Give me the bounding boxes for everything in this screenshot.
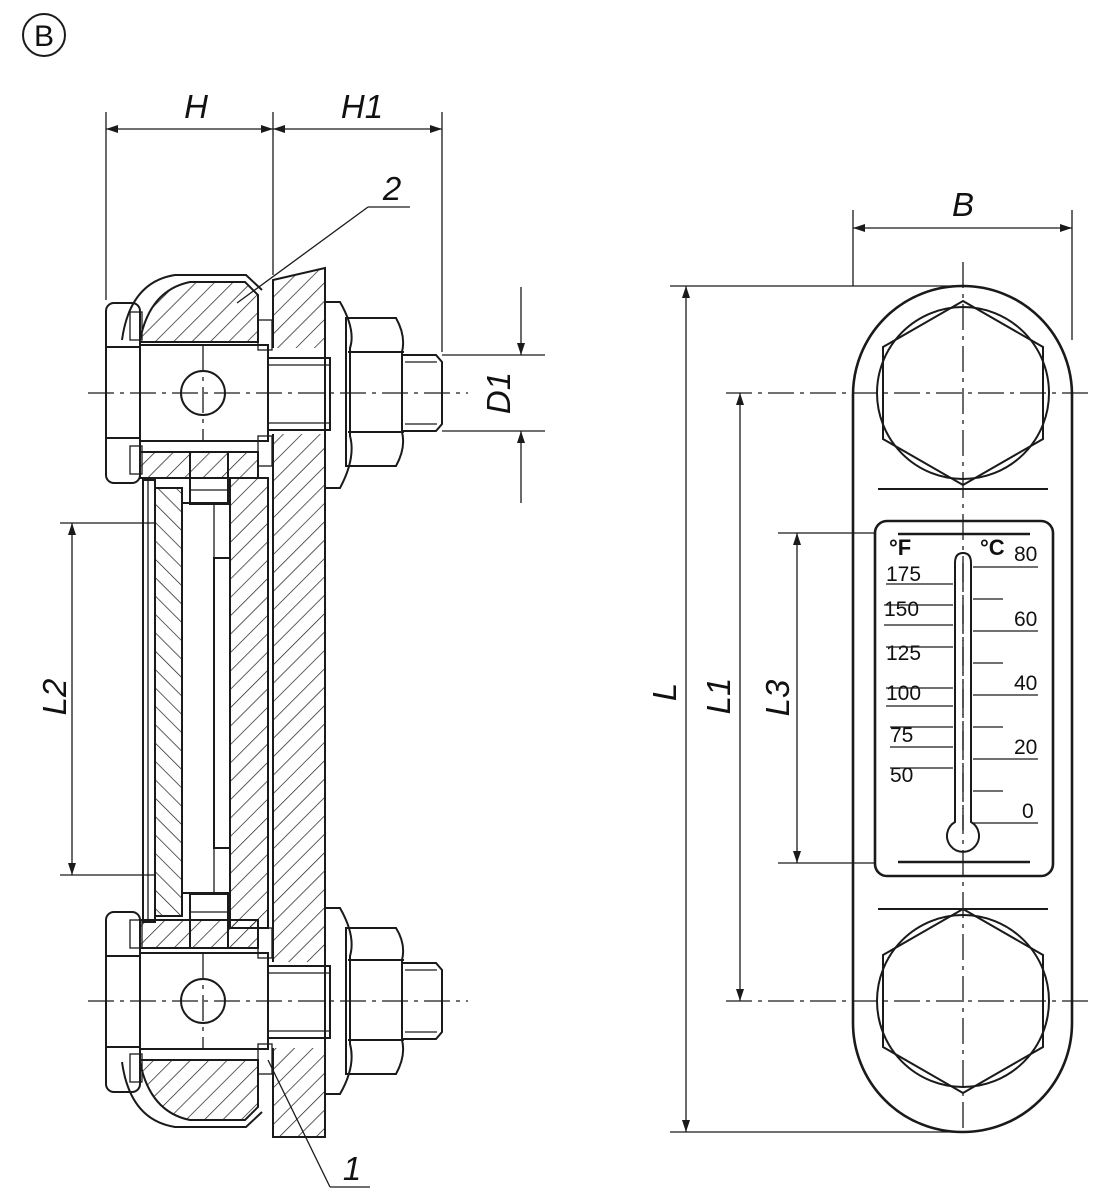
view-badge-letter: B bbox=[34, 20, 54, 53]
dim-label-l3: L3 bbox=[759, 679, 796, 716]
dimension-h-h1: H H1 bbox=[105, 88, 443, 352]
dimension-l2: L2 bbox=[36, 522, 155, 876]
dimension-l1: L1 bbox=[700, 393, 744, 1001]
dimension-l3: L3 bbox=[759, 532, 875, 864]
f-tick-100: 100 bbox=[886, 682, 921, 705]
dimension-b: B bbox=[852, 186, 1073, 340]
celsius-unit: °C bbox=[980, 535, 1005, 560]
section-view: H H1 D1 L2 2 1 bbox=[36, 88, 545, 1188]
c-tick-60: 60 bbox=[1014, 608, 1037, 631]
dim-label-h1: H1 bbox=[341, 88, 383, 125]
fahrenheit-scale: 175 150 125 100 75 50 bbox=[884, 563, 953, 787]
c-tick-80: 80 bbox=[1014, 543, 1037, 566]
callout-2: 2 bbox=[236, 170, 410, 304]
lower-stud-and-nut bbox=[267, 907, 443, 1095]
dim-label-l: L bbox=[646, 683, 683, 701]
thermometer-tube bbox=[946, 551, 980, 853]
dimension-d1: D1 bbox=[442, 287, 545, 503]
thermometer-window: °F 175 150 125 100 75 50 °C bbox=[873, 519, 1055, 878]
dim-label-l1: L1 bbox=[700, 678, 737, 715]
dimension-l: L bbox=[646, 285, 963, 1133]
sight-glass-front bbox=[154, 487, 183, 917]
callout-1: 1 bbox=[267, 1059, 370, 1188]
callout-label-2: 2 bbox=[382, 170, 401, 207]
callout-label-1: 1 bbox=[343, 1150, 361, 1187]
body-block bbox=[229, 477, 269, 929]
upper-cap bbox=[139, 281, 259, 343]
mounting-plate bbox=[272, 266, 326, 1138]
f-tick-50: 50 bbox=[890, 764, 913, 787]
dim-label-l2: L2 bbox=[36, 679, 73, 716]
lower-cap bbox=[139, 1059, 259, 1121]
dim-label-d1: D1 bbox=[480, 372, 517, 414]
front-view: °F 175 150 125 100 75 50 °C bbox=[646, 186, 1090, 1134]
c-tick-40: 40 bbox=[1014, 672, 1037, 695]
c-tick-0: 0 bbox=[1022, 800, 1034, 823]
view-badge: B bbox=[22, 13, 66, 57]
celsius-scale: 80 60 40 20 0 bbox=[973, 543, 1038, 824]
dim-label-b: B bbox=[952, 186, 974, 223]
dim-label-h: H bbox=[184, 88, 208, 125]
f-tick-175: 175 bbox=[886, 563, 921, 586]
f-tick-75: 75 bbox=[890, 724, 913, 747]
c-tick-20: 20 bbox=[1014, 736, 1037, 759]
fahrenheit-unit: °F bbox=[889, 535, 911, 560]
f-tick-150: 150 bbox=[884, 598, 919, 621]
upper-stud-and-nut bbox=[267, 301, 443, 489]
f-tick-125: 125 bbox=[886, 642, 921, 665]
